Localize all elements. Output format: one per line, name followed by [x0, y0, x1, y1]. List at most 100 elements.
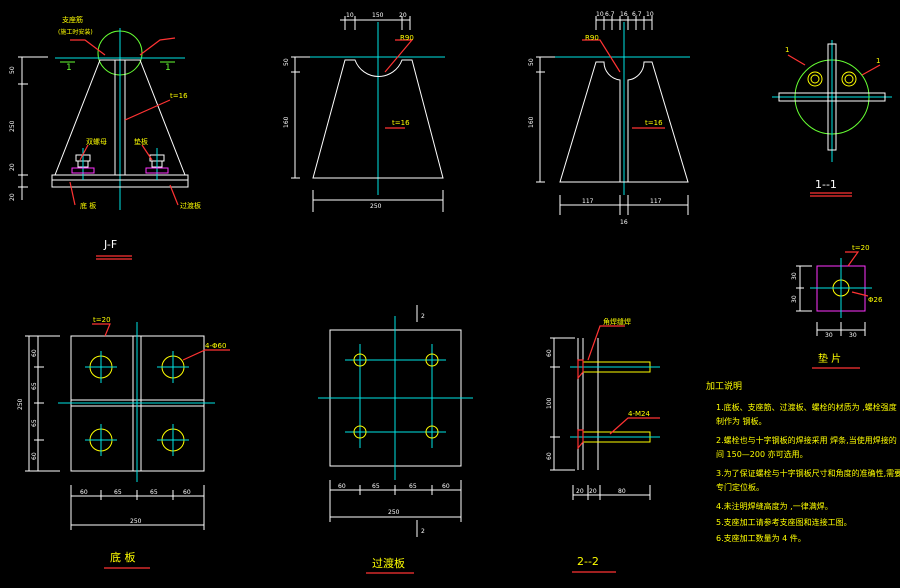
s11-leader-right: [861, 64, 881, 76]
rib2-dim-left2: 160: [528, 116, 535, 128]
notes-item-1: 1.底板、支座筋、过渡板、螺栓的材质为 ,螺栓强度: [716, 402, 897, 412]
rib2-dim-bottom3: 16: [620, 219, 628, 226]
processing-notes: 加工说明 1.底板、支座筋、过渡板、螺栓的材质为 ,螺栓强度 制作为 钢板。 2…: [706, 380, 900, 543]
view-jf: 1 1 50 250 20 20 支座筋 (施工时安装) t=16 双螺母 垫板…: [9, 15, 201, 260]
rib2-dim-bottom1: 117: [582, 198, 594, 205]
jf-label-cap: 支座筋: [62, 15, 83, 24]
tp-hole-tl: [353, 353, 367, 367]
rib2-dim-top5: 10: [646, 11, 654, 18]
s11-mark-right: 1: [876, 57, 880, 65]
tp-mark-bottom: 2: [421, 528, 425, 535]
bp-label-thickness: t=20: [93, 316, 111, 324]
rib2-dim-top1: 10: [596, 11, 604, 18]
tp-dim-b3: 65: [409, 483, 417, 490]
jf-title: J-F: [103, 238, 117, 251]
rib1-outline: [312, 59, 444, 179]
notes-item-3: 2.螺栓也与十字钢板的焊接采用 焊条,当使用焊接的: [716, 435, 897, 445]
tp-dim-b2: 65: [372, 483, 380, 490]
bp-title: 底 板: [110, 550, 136, 564]
rib2-label-radius: R90: [585, 34, 599, 42]
rib1-leader-radius: [384, 39, 414, 73]
tp-hole-br: [425, 425, 439, 439]
tp-dim-b4: 60: [442, 483, 450, 490]
s22-label-weld: 角焊缝焊: [603, 317, 631, 326]
jf-bolt-left: [71, 148, 95, 180]
s22-dim-b3: 80: [618, 488, 626, 495]
rib1-label-thickness: t=16: [392, 119, 410, 127]
pad-dim-bottom1: 30: [825, 332, 833, 339]
tp-hole-bl: [353, 425, 367, 439]
s11-bolt-hole-right: [841, 71, 857, 87]
bp-dim-b2: 65: [114, 489, 122, 496]
tp-dim-bottom: 250: [388, 509, 400, 516]
bp-label-holes: 4-Φ60: [205, 342, 226, 350]
jf-section-mark-left: 1: [66, 63, 72, 73]
bp-dim-l3: 65: [31, 419, 38, 427]
rib1-label-radius: R90: [400, 34, 414, 42]
tp-dim-b1: 60: [338, 483, 346, 490]
rib1-dim-top1: 10: [346, 12, 354, 19]
jf-label-transition: 过渡板: [180, 201, 201, 210]
pad-label-thickness: t=20: [852, 244, 870, 252]
jf-section-mark-right: 1: [165, 63, 171, 73]
rib2-dim-top3: 16: [620, 11, 628, 18]
bp-leader-holes: [182, 349, 230, 361]
pad-dim-left2: 30: [791, 295, 798, 303]
rib2-outline-left: [559, 61, 621, 183]
rib2-dim-bottom2: 117: [650, 198, 662, 205]
jf-leader-cap: [70, 39, 106, 56]
jf-dim-20a: 20: [9, 163, 16, 171]
view-section-1-1: 1 1 1--1: [772, 40, 892, 197]
notes-item-7: 4.未注明焊缝高度为 ,一律满焊。: [716, 501, 833, 511]
view-transitionplate: 2 2 60 65 65 60 250 过渡板: [318, 305, 473, 574]
view-rib2: 10 6.7 16 6.7 10 50 160 117 117 16 R90 t…: [528, 11, 690, 226]
notes-item-9: 6.支座加工数量为 4 件。: [716, 533, 806, 543]
jf-dim-250: 250: [9, 120, 16, 132]
rib2-dim-top4: 6.7: [632, 11, 642, 18]
notes-item-2: 制作为 钢板。: [716, 416, 767, 426]
s22-dim-l3: 60: [546, 452, 553, 460]
bp-dim-b4: 60: [183, 489, 191, 496]
bp-dim-l4: 60: [31, 452, 38, 460]
s22-leader-bolt: [609, 417, 660, 435]
jf-base-plate: [51, 174, 189, 188]
bp-dim-l2: 65: [31, 382, 38, 390]
rib2-outline-right: [627, 61, 689, 183]
view-pad: t=20 Φ26 30 30 30 30 垫 片: [791, 244, 883, 369]
s11-plate-h: [778, 92, 886, 102]
rib2-dim-top2: 6.7: [605, 11, 615, 18]
bp-dim-left-total: 250: [17, 398, 24, 410]
pad-dim-bottom2: 30: [849, 332, 857, 339]
jf-label-thickness: t=16: [170, 92, 188, 100]
s11-title: 1--1: [815, 178, 837, 191]
pad-label-hole: Φ26: [868, 296, 883, 304]
s11-mark-left: 1: [785, 46, 789, 54]
s22-title: 2--2: [577, 555, 599, 568]
s22-label-bolt: 4-M24: [628, 410, 650, 418]
jf-label-cap-sub: (施工时安装): [58, 28, 93, 36]
s22-dim-l1: 60: [546, 349, 553, 357]
s11-leader-left: [787, 54, 806, 66]
rib2-dim-left1: 50: [528, 58, 535, 66]
bp-dim-b1: 60: [80, 489, 88, 496]
jf-label-nut: 双螺母: [86, 137, 107, 146]
s22-bolt-bottom: [570, 429, 660, 450]
rib1-dim-left1: 50: [283, 58, 290, 66]
s22-dim-b2: 20: [589, 488, 597, 495]
s11-plate-v: [827, 43, 837, 151]
rib1-dim-top2: 150: [372, 12, 384, 19]
view-baseplate: t=20 4-Φ60 250 60 65 65 60 60 65 65 60 2…: [17, 316, 230, 569]
s22-dim-b1: 20: [576, 488, 584, 495]
s22-leader-weld: [587, 325, 625, 361]
rib2-leader-radius: [582, 39, 621, 73]
pad-dim-left: 30: [791, 272, 798, 280]
rib1-dim-top3: 20: [399, 12, 407, 19]
bp-dim-b3: 65: [150, 489, 158, 496]
jf-leader-base: [69, 181, 76, 206]
bp-dim-bottom: 250: [130, 518, 142, 525]
s11-bolt-hole-left: [807, 71, 823, 87]
rib1-dim-bottom: 250: [370, 203, 382, 210]
tp-title: 过渡板: [372, 556, 405, 570]
pad-title: 垫 片: [818, 352, 841, 365]
